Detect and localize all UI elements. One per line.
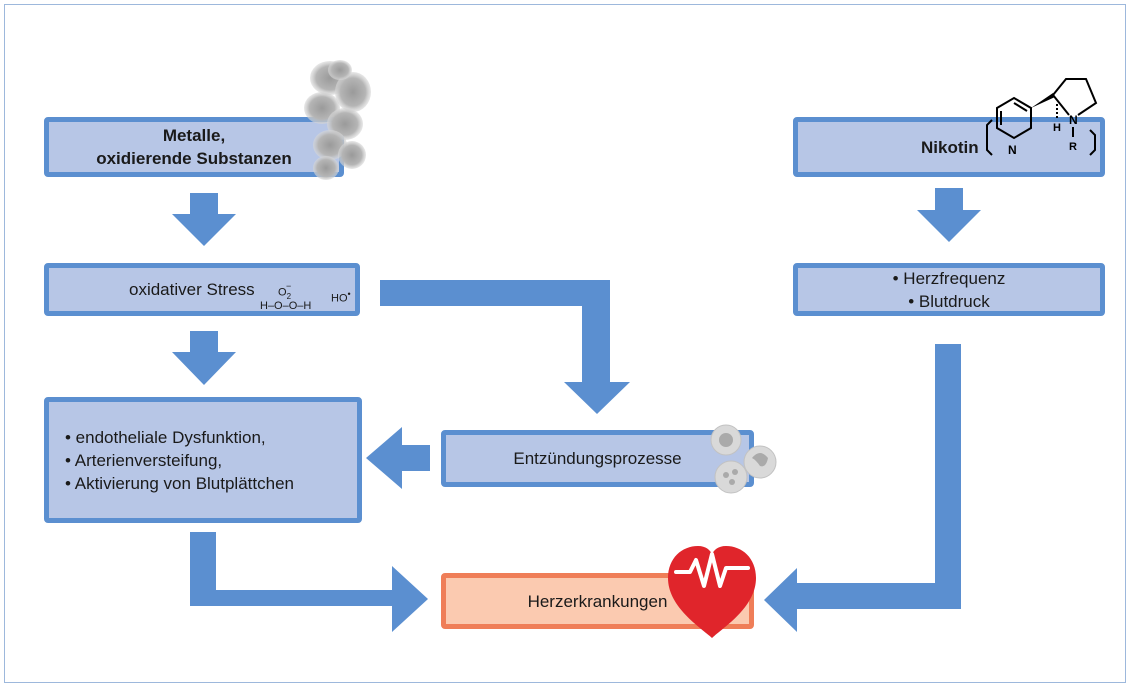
oxidative-stress-label: oxidativer Stress bbox=[129, 280, 255, 299]
hydroxyl-radical-dot: • bbox=[347, 289, 351, 299]
nikotin-box: Nikotin bbox=[793, 117, 1105, 177]
arterial-stiffening-item: • Arterienversteifung, bbox=[65, 450, 223, 470]
endothelial-dysfunction-item: • endotheliale Dysfunktion, bbox=[65, 427, 266, 447]
superoxide-formula: O2− bbox=[278, 281, 296, 301]
superoxide-base: O bbox=[278, 286, 287, 299]
heart-disease-box: Herzerkrankungen bbox=[441, 573, 754, 629]
arrow-metalle-to-stress bbox=[172, 193, 236, 246]
hydroxyl-formula: HO• bbox=[331, 289, 351, 305]
arrow-nikotin-to-herz bbox=[917, 188, 981, 242]
arrow-stress-to-entz bbox=[380, 280, 630, 414]
superoxide-sub: 2 bbox=[286, 291, 292, 301]
arrow-herz-to-herzerk bbox=[764, 344, 961, 632]
peroxide-formula: H–O–O–H bbox=[260, 300, 312, 312]
nikotin-label: Nikotin bbox=[921, 137, 979, 157]
platelet-activation-item: • Aktivierung von Blutplättchen bbox=[65, 473, 294, 493]
blood-pressure-item: • Blutdruck bbox=[908, 291, 990, 311]
oxidative-stress-box: oxidativer Stress bbox=[44, 263, 360, 316]
inflammation-box: Entzündungsprozesse bbox=[441, 430, 754, 487]
arrow-endo-to-herzerk bbox=[190, 532, 428, 632]
arrow-stress-to-endo bbox=[172, 331, 236, 385]
metalle-line1: Metalle, bbox=[162, 126, 226, 145]
figure-frame bbox=[4, 4, 1126, 683]
metalle-line2: oxidierende Substanzen bbox=[96, 149, 292, 168]
heart-rate-box: • Herzfrequenz • Blutdruck bbox=[793, 263, 1105, 316]
metalle-box: Metalle, oxidierende Substanzen bbox=[44, 117, 344, 177]
heart-disease-label: Herzerkrankungen bbox=[527, 591, 668, 611]
endothelial-effects-box: • endotheliale Dysfunktion, • Arterienve… bbox=[44, 397, 362, 523]
heart-rate-item: • Herzfrequenz bbox=[892, 268, 1006, 288]
hydroxyl-text: HO bbox=[331, 292, 348, 305]
arrow-entz-to-endo bbox=[366, 427, 430, 489]
superoxide-charge: − bbox=[286, 281, 292, 291]
inflammation-label: Entzündungsprozesse bbox=[513, 449, 682, 468]
